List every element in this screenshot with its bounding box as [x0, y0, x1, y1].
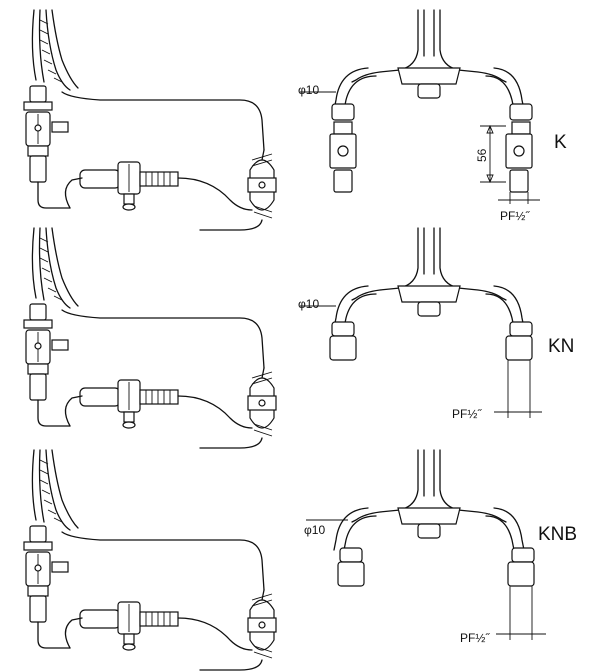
- k-manifold: [333, 9, 525, 111]
- k-height-label: 56: [475, 148, 489, 162]
- kn-left-nut: [331, 321, 355, 337]
- knb-left-nut: [339, 547, 363, 563]
- knb-thread-label: PF½˝: [460, 631, 490, 645]
- k-right-valve-knob-icon: [513, 145, 525, 157]
- knb-hose-assembly: [23, 449, 277, 671]
- kn-manifold: [333, 227, 525, 329]
- kn-thread-dimension-line: [494, 360, 542, 418]
- k-left-valve-knob-icon: [337, 145, 349, 157]
- variant-knb: φ10 PF½˝ KNB: [23, 449, 577, 671]
- k-hose-assembly: [23, 9, 277, 231]
- k-height-dimension-line: [480, 125, 506, 183]
- variant-k: φ10 56 PF½˝ K: [23, 9, 567, 231]
- kn-hose-assembly: [23, 227, 277, 449]
- k-pipe-diameter-label: φ10: [298, 83, 319, 97]
- k-thread-label: PF½˝: [500, 209, 530, 223]
- knb-thread-dimension-line: [496, 586, 546, 640]
- variant-code-k: K: [554, 132, 567, 153]
- kn-thread-label: PF½˝: [452, 407, 482, 421]
- variant-kn: φ10 PF½˝ KN: [23, 227, 574, 449]
- knb-manifold: [333, 449, 525, 551]
- k-thread-dimension-line: [498, 192, 540, 204]
- variant-code-kn: KN: [548, 336, 574, 357]
- k-left-nut: [331, 103, 355, 121]
- kn-right-nut: [509, 321, 533, 337]
- variant-code-knb: KNB: [538, 524, 577, 545]
- kn-pipe-diameter-label: φ10: [298, 297, 319, 311]
- knb-pipe-diameter-label: φ10: [304, 523, 325, 537]
- knb-right-nut: [511, 547, 535, 563]
